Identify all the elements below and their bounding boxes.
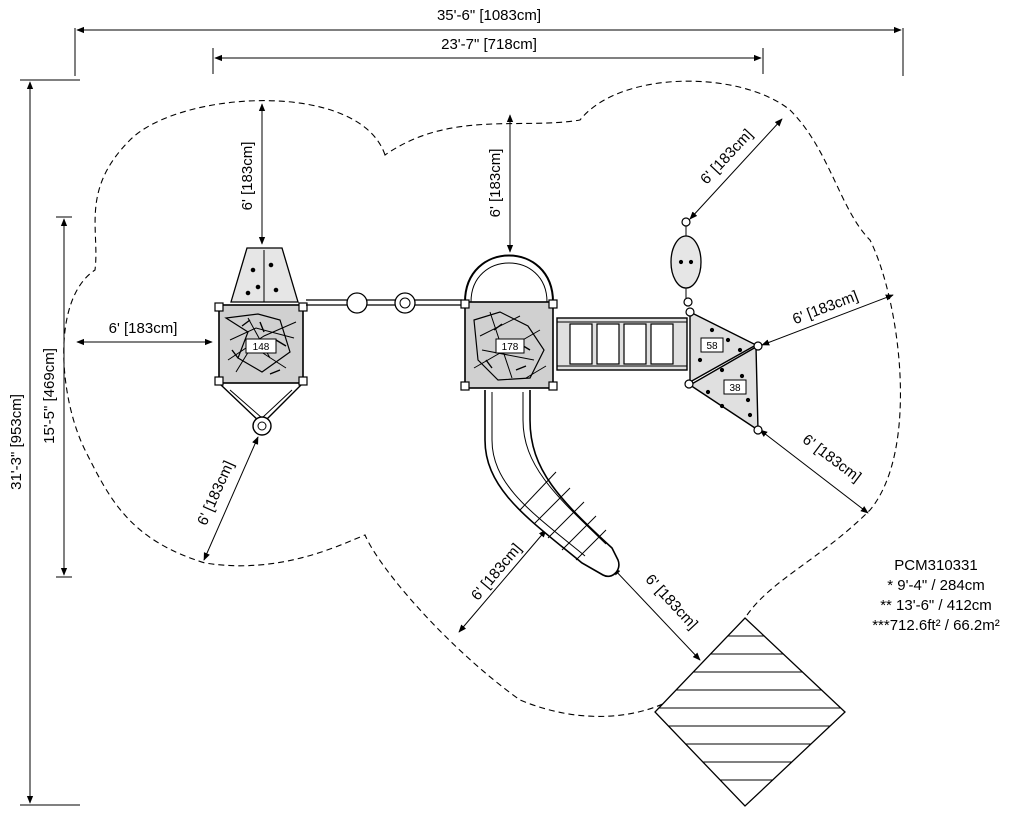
right-panel-upper-tag: 58 (706, 341, 718, 352)
overall-depth-label: 31'-3" [953cm] (8, 394, 25, 490)
clearance-right: 6' [183cm] (761, 288, 894, 346)
overall-width-dimension: 35'-6" [1083cm] (74, 4, 904, 76)
hatched-ramp-area (654, 617, 846, 807)
overall-depth-dimension: 31'-3" [953cm] (8, 79, 80, 806)
clearance-lower-left-label: 6' [183cm] (194, 458, 237, 528)
clearance-right-label: 6' [183cm] (790, 288, 860, 329)
clearance-slide-right: 6' [183cm] (612, 567, 701, 661)
clearance-right-lower: 6' [183cm] (759, 429, 869, 514)
clearance-left-label: 6' [183cm] (109, 320, 178, 337)
clearance-center-top: 6' [183cm] (487, 114, 514, 253)
bridge (556, 317, 688, 371)
use-zone-boundary (63, 80, 902, 717)
structure-depth-dimension: 15'-5" [469cm] (38, 216, 72, 578)
clearance-top-right: 6' [183cm] (689, 118, 783, 220)
note-height-1: * 9'-4" / 284cm (887, 577, 985, 594)
left-deck-tag: 148 (253, 342, 270, 353)
structure-depth-label: 15'-5" [469cm] (41, 348, 58, 444)
note-area: ***712.6ft² / 66.2m² (872, 617, 1000, 634)
structure-width-dimension: 23'-7" [718cm] (212, 33, 764, 74)
right-panel-lower-tag: 38 (729, 383, 741, 394)
clearance-center-top-label: 6' [183cm] (487, 149, 504, 218)
clearance-left-top: 6' [183cm] (239, 103, 266, 245)
spinner-element (670, 217, 702, 307)
drawing-notes: PCM310331 * 9'-4" / 284cm ** 13'-6" / 41… (850, 556, 1022, 636)
center-tower: 178 (460, 254, 558, 391)
structure-width-label: 23'-7" [718cm] (441, 36, 537, 53)
overhead-connector (306, 292, 462, 314)
clearance-lower-left: 6' [183cm] (194, 436, 259, 561)
clearance-left-top-label: 6' [183cm] (239, 142, 256, 211)
right-climber: 58 38 (684, 307, 763, 435)
clearance-slide-left-label: 6' [183cm] (468, 540, 525, 604)
clearance-slide-left: 6' [183cm] (458, 529, 547, 633)
model-number: PCM310331 (894, 557, 978, 574)
overall-width-label: 35'-6" [1083cm] (437, 7, 541, 24)
clearance-left: 6' [183cm] (76, 320, 213, 346)
curved-slide (484, 390, 620, 578)
clearance-right-lower-label: 6' [183cm] (799, 431, 864, 486)
center-deck-tag: 178 (502, 342, 519, 353)
clearance-slide-right-label: 6' [183cm] (642, 571, 701, 633)
note-height-2: ** 13'-6" / 412cm (880, 597, 992, 614)
left-tower: 148 (214, 247, 308, 436)
